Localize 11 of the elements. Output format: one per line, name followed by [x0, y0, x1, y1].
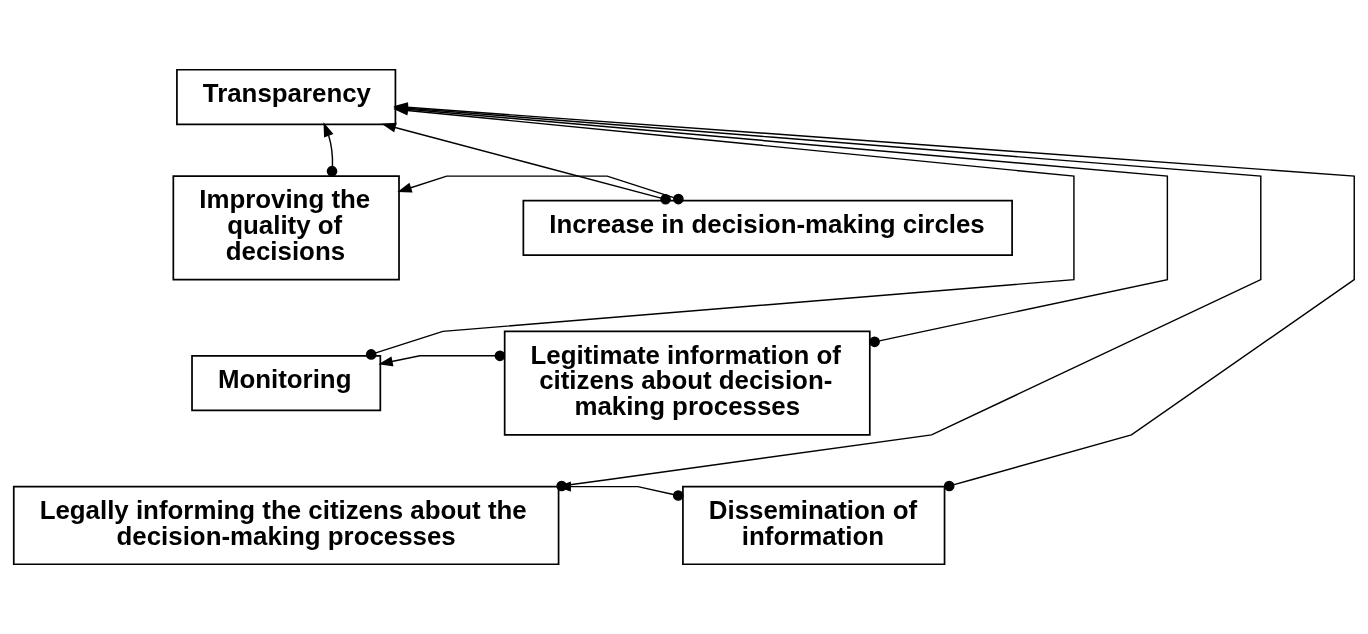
node-box: Increase in decision-making circles	[522, 199, 1013, 257]
arrow	[378, 350, 506, 367]
arrow	[381, 122, 671, 205]
node-box: Legally informing the citizens about the decision-making processes	[12, 485, 560, 566]
node-box: Improving the quality of decisions	[172, 175, 400, 281]
node-box: Transparency	[176, 68, 397, 126]
node-box: Dissemination of information	[682, 485, 946, 566]
node-box: Legitimate information of citizens about decision-making processes	[503, 330, 871, 436]
arrow	[323, 122, 338, 177]
arrow	[397, 175, 684, 205]
node-box: Monitoring	[191, 354, 382, 412]
